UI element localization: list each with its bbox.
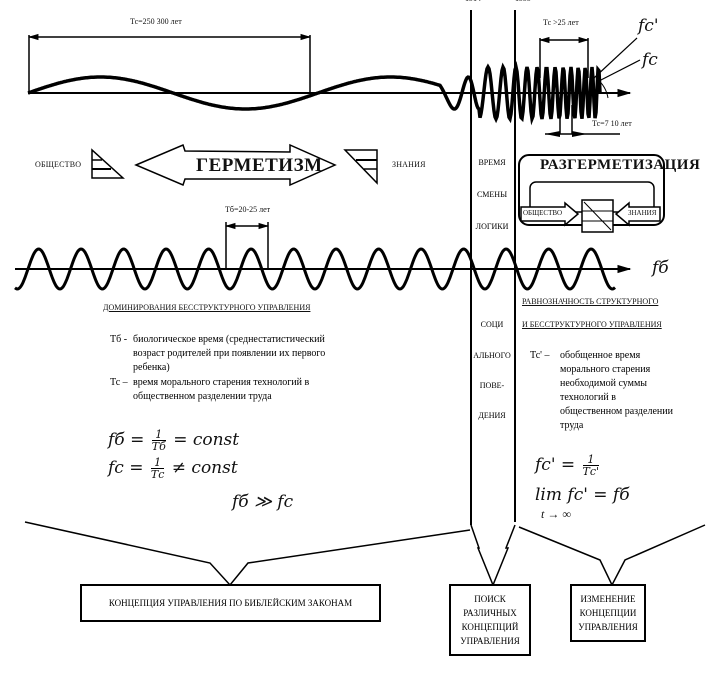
unsealing-knowledge-label: ЗНАНИЯ bbox=[628, 209, 657, 217]
def-tc-term: Тс – bbox=[110, 377, 128, 388]
hermetism-title: ГЕРМЕТИЗМ bbox=[196, 155, 323, 176]
biological-wave bbox=[14, 247, 617, 291]
unsealing-society-arrow bbox=[520, 201, 580, 227]
def-tc-text: время морального старения технологий в о… bbox=[133, 377, 310, 402]
right-section-heading-line1: РАВНОЗНАЧНОСТЬ СТРУКТУРНОГО bbox=[522, 297, 659, 306]
fraction-denominator: Tс' bbox=[582, 465, 600, 478]
year-1914-label: 1914 bbox=[465, 0, 481, 3]
formula-limit: lim fс' = fб bbox=[535, 485, 630, 505]
left-section-heading: ДОМИНИРОВАНИЯ БЕССТРУКТУРНОГО УПРАВЛЕНИЯ bbox=[103, 303, 311, 312]
formula-fc-prime-lhs: fс' = bbox=[535, 455, 576, 475]
band-word-7: дения bbox=[478, 411, 506, 420]
social-tech-wave bbox=[27, 61, 602, 126]
unsealing-knowledge-arrow bbox=[614, 201, 661, 227]
band-word-4: соци bbox=[480, 320, 504, 329]
fraction-denominator: Tс bbox=[150, 468, 165, 481]
fb-label: fб bbox=[652, 258, 669, 278]
society-label: общество bbox=[35, 160, 82, 169]
hermetism-double-arrow bbox=[134, 143, 337, 187]
fc-envelope-arc bbox=[595, 77, 609, 99]
formula-limit-subscript: t → ∞ bbox=[541, 507, 571, 521]
formula-fc-lhs: fс = bbox=[108, 458, 144, 478]
left-funnel-arrow bbox=[24, 521, 471, 587]
period-short-arrow-left bbox=[545, 131, 560, 137]
def-tb-term: Тб - bbox=[110, 334, 128, 345]
outcome-box-search-concepts: ПОИСК РАЗЛИЧНЫХ КОНЦЕПЦИЙ УПРАВЛЕНИЯ bbox=[449, 584, 531, 656]
fraction-numerator: 1 bbox=[150, 457, 165, 469]
formula-fc-rhs: ≠ const bbox=[171, 458, 238, 478]
period-short-label: Тс=7 10 лет bbox=[592, 119, 632, 128]
unsealing-title: РАЗГЕРМЕТИЗАЦИЯ bbox=[540, 157, 701, 173]
band-word-5: ального bbox=[473, 351, 511, 360]
bio-period-label: Тб=20-25 лет bbox=[225, 205, 271, 214]
fraction-denominator: Tб bbox=[151, 440, 166, 453]
period-long-label: Тс=250 300 лет bbox=[130, 17, 182, 26]
right-section-heading-line2: И БЕССТРУКТУРНОГО УПРАВЛЕНИЯ bbox=[522, 320, 662, 329]
fc-prime-pointer bbox=[593, 37, 638, 79]
fc-label: fc bbox=[642, 50, 658, 70]
fc-prime-label: fc' bbox=[638, 16, 659, 36]
def-tb-text: биологическое время (среднестатистически… bbox=[133, 334, 326, 373]
band-word-1: время bbox=[478, 158, 506, 167]
fc-pointer bbox=[596, 59, 641, 83]
mixing-square-icon bbox=[581, 199, 614, 233]
period-mid-label: Тс >25 лет bbox=[543, 18, 579, 27]
formula-fb-rhs: = const bbox=[173, 430, 240, 450]
period-short-arrow-right bbox=[572, 131, 587, 137]
knowledge-label: знания bbox=[392, 160, 426, 169]
def-tc-prime-term: Тс' – bbox=[530, 350, 550, 361]
formula-fb-lhs: fб = bbox=[108, 430, 145, 450]
def-tc-prime-text: обобщенное время морального старения нео… bbox=[560, 350, 673, 431]
knowledge-triangle-icon bbox=[343, 149, 378, 185]
fraction-numerator: 1 bbox=[151, 429, 166, 441]
right-funnel-arrow bbox=[518, 524, 706, 587]
formula-fb-much-greater-fc: fб ≫ fс bbox=[232, 492, 294, 512]
year-1999-label: 1999 bbox=[515, 0, 531, 3]
band-word-6: пове- bbox=[479, 381, 505, 390]
society-triangle-icon bbox=[91, 148, 125, 179]
outcome-box-biblical-concept: КОНЦЕПЦИЯ УПРАВЛЕНИЯ ПО БИБЛЕЙСКИМ ЗАКОН… bbox=[80, 584, 381, 622]
outcome-box-change-concept: ИЗМЕНЕНИЕ КОНЦЕПЦИИ УПРАВЛЕНИЯ bbox=[570, 584, 646, 642]
band-word-3: логики bbox=[475, 222, 509, 231]
unsealing-society-label: ОБЩЕСТВО bbox=[523, 209, 563, 217]
fraction-numerator: 1 bbox=[582, 454, 600, 466]
band-word-2: смены bbox=[476, 190, 508, 199]
band-funnel-arrow bbox=[470, 524, 516, 587]
